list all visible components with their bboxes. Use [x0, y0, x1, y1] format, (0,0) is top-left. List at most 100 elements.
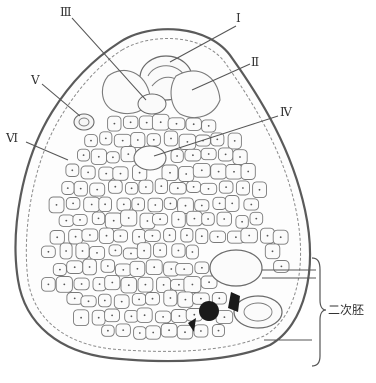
- cell-nucleus: [144, 314, 146, 316]
- cell-nucleus: [176, 123, 178, 125]
- cell-nucleus: [120, 235, 122, 237]
- cell-nucleus: [88, 300, 90, 302]
- cell-nucleus: [121, 301, 123, 303]
- cell-nucleus: [160, 121, 162, 123]
- cell-nucleus: [219, 203, 221, 205]
- cell-nucleus: [111, 282, 113, 284]
- cell-nucleus: [139, 332, 141, 334]
- cell-nucleus: [178, 250, 180, 252]
- cell-nucleus: [217, 236, 219, 238]
- cell-nucleus: [218, 297, 220, 299]
- cell-nucleus: [113, 220, 115, 222]
- cell-nucleus: [80, 188, 82, 190]
- cell-nucleus: [120, 173, 122, 175]
- cell-nucleus: [193, 123, 195, 125]
- cell-nucleus: [208, 153, 210, 155]
- cell-nucleus: [107, 330, 109, 332]
- cell-nucleus: [208, 125, 210, 127]
- cell-nucleus: [159, 218, 161, 220]
- cell-nucleus: [128, 284, 130, 286]
- cell-nucleus: [91, 204, 93, 206]
- cell-nucleus: [185, 299, 187, 301]
- cell-nucleus: [201, 205, 203, 207]
- cell-nucleus: [130, 121, 132, 123]
- cell-nucleus: [267, 235, 269, 237]
- cell-nucleus: [83, 154, 85, 156]
- cell-nucleus: [224, 316, 226, 318]
- cell-nucleus: [194, 218, 196, 220]
- cell-nucleus: [225, 154, 227, 156]
- cell-nucleus: [216, 139, 218, 141]
- cell-nucleus: [105, 138, 107, 140]
- cell-nucleus: [208, 281, 210, 283]
- cell-nucleus: [153, 139, 155, 141]
- cell-nucleus: [98, 156, 100, 158]
- cell-nucleus: [159, 249, 161, 251]
- cell-nucleus: [272, 250, 274, 252]
- cell-nucleus: [56, 236, 58, 238]
- cell-nucleus: [170, 138, 172, 140]
- cell-nucleus: [178, 219, 180, 221]
- cell-nucleus: [168, 329, 170, 331]
- cell-nucleus: [178, 284, 180, 286]
- cell-nucleus: [98, 218, 100, 220]
- cell-nucleus: [59, 269, 61, 271]
- cell-nucleus: [87, 172, 89, 174]
- cell-nucleus: [231, 203, 233, 205]
- label-V: Ⅴ: [30, 73, 40, 87]
- cell-nucleus: [218, 171, 220, 173]
- cell-nucleus: [152, 332, 154, 334]
- cell-nucleus: [170, 268, 172, 270]
- cell-nucleus: [112, 156, 114, 158]
- cell-nucleus: [96, 189, 98, 191]
- cell-nucleus: [192, 154, 194, 156]
- cell-nucleus: [98, 317, 100, 319]
- cell-nucleus: [147, 220, 149, 222]
- cell-nucleus: [131, 315, 133, 317]
- cell-nucleus: [163, 284, 165, 286]
- cell-nucleus: [186, 234, 188, 236]
- cell-nucleus: [82, 250, 84, 252]
- cell-nucleus: [200, 330, 202, 332]
- cell-nucleus: [143, 250, 145, 252]
- cell-nucleus: [114, 186, 116, 188]
- cell-nucleus: [145, 186, 147, 188]
- cell-nucleus: [96, 252, 98, 254]
- cell-nucleus: [122, 269, 124, 271]
- cell-nucleus: [99, 283, 101, 285]
- cell-nucleus: [80, 317, 82, 319]
- cell-nucleus: [81, 283, 83, 285]
- cell-nucleus: [177, 187, 179, 189]
- cell-nucleus: [201, 267, 203, 269]
- cell-nucleus: [89, 266, 91, 268]
- cell-nucleus: [162, 316, 164, 318]
- cell-nucleus: [128, 217, 130, 219]
- cell-nucleus: [127, 153, 129, 155]
- cell-nucleus: [170, 203, 172, 205]
- cell-nucleus: [192, 251, 194, 253]
- cell-nucleus: [115, 250, 117, 252]
- cell-nucleus: [138, 236, 140, 238]
- cell-nucleus: [74, 298, 76, 300]
- cell-nucleus: [122, 140, 124, 142]
- cell-nucleus: [241, 221, 243, 223]
- cell-nucleus: [114, 123, 116, 125]
- cell-nucleus: [48, 284, 50, 286]
- cell-nucleus: [89, 234, 91, 236]
- cell-nucleus: [183, 268, 185, 270]
- secondary-stem-bracket: [312, 258, 326, 366]
- cell-nucleus: [192, 284, 194, 286]
- secondary-stem-lower: [234, 296, 282, 328]
- cell-nucleus: [63, 284, 65, 286]
- cell-nucleus: [130, 253, 132, 255]
- cell-nucleus: [111, 315, 113, 317]
- cell-nucleus: [122, 329, 124, 331]
- cell-nucleus: [152, 298, 154, 300]
- cell-nucleus: [169, 172, 171, 174]
- cell-nucleus: [107, 265, 109, 267]
- cell-nucleus: [79, 219, 81, 221]
- cell-nucleus: [169, 234, 171, 236]
- cell-nucleus: [71, 169, 73, 171]
